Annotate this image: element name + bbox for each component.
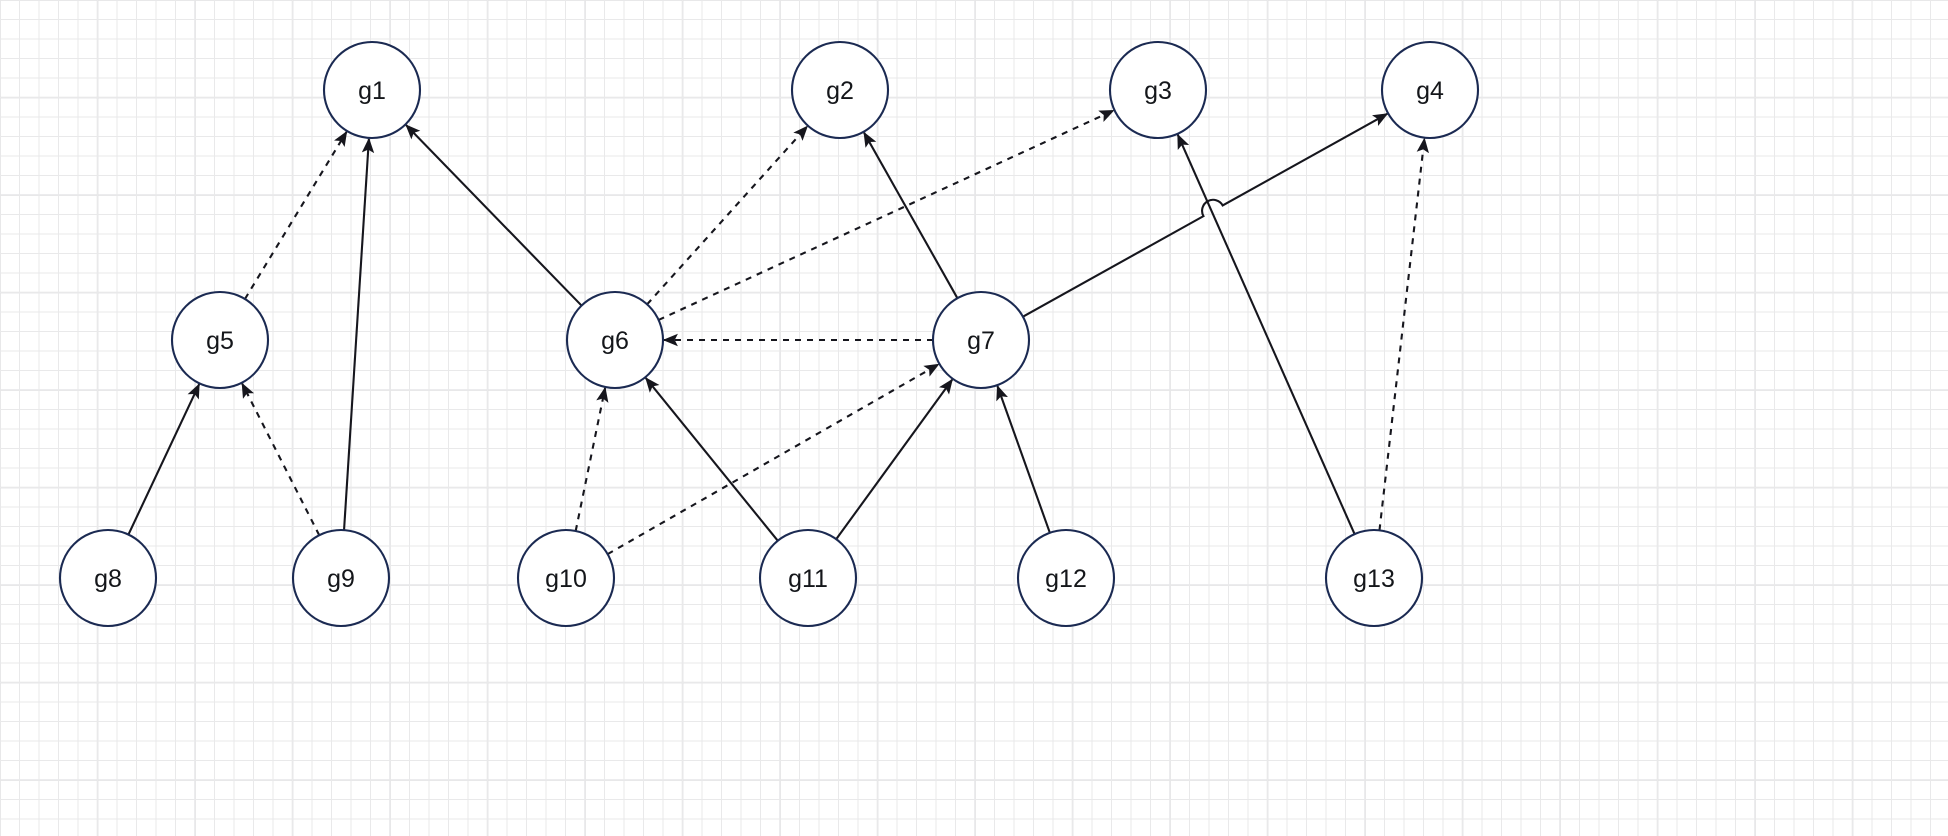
edge-g11-to-g7[interactable]: [835, 378, 954, 540]
node-g4[interactable]: g4: [1380, 40, 1480, 140]
node-circle-g9[interactable]: [291, 528, 391, 628]
edge-g8-to-g5[interactable]: [127, 383, 201, 536]
edge-g5-to-g1[interactable]: [244, 130, 348, 300]
node-circle-g5[interactable]: [170, 290, 270, 390]
node-g10[interactable]: g10: [516, 528, 616, 628]
node-g6[interactable]: g6: [565, 290, 665, 390]
edges-layer: [127, 109, 1429, 556]
node-circle-g11[interactable]: [758, 528, 858, 628]
node-g1[interactable]: g1: [322, 40, 422, 140]
node-g9[interactable]: g9: [291, 528, 391, 628]
node-g2[interactable]: g2: [790, 40, 890, 140]
node-g5[interactable]: g5: [170, 290, 270, 390]
edge-g9-to-g5[interactable]: [241, 382, 321, 536]
node-label-g11: g11: [788, 565, 828, 593]
edge-g10-to-g7[interactable]: [607, 363, 940, 556]
node-circle-g13[interactable]: [1324, 528, 1424, 628]
edge-g12-to-g7[interactable]: [996, 385, 1051, 534]
node-g13[interactable]: g13: [1324, 528, 1424, 628]
edge-g7-to-g2[interactable]: [863, 131, 959, 299]
node-label-g3: g3: [1144, 77, 1172, 105]
node-label-g8: g8: [94, 565, 122, 593]
nodes-layer: g1 g2 g3 g4 g5 g6 g7 g8 g9 g10 g11 g12 g13: [58, 40, 1480, 628]
edge-g13-to-g3[interactable]: [1176, 133, 1356, 535]
node-g7[interactable]: g7: [931, 290, 1031, 390]
node-label-g13: g13: [1353, 565, 1395, 593]
edge-g6-to-g3[interactable]: [658, 109, 1115, 321]
node-label-g9: g9: [327, 565, 355, 593]
edge-g11-to-g6[interactable]: [645, 377, 779, 542]
node-label-g5: g5: [206, 327, 234, 355]
node-label-g6: g6: [601, 327, 629, 355]
node-label-g10: g10: [545, 565, 587, 593]
node-circle-g4[interactable]: [1380, 40, 1480, 140]
node-g3[interactable]: g3: [1108, 40, 1208, 140]
edge-g7-to-g4[interactable]: [1022, 112, 1389, 318]
node-g11[interactable]: g11: [758, 528, 858, 628]
node-label-g7: g7: [967, 327, 995, 355]
edge-g9-to-g1[interactable]: [342, 137, 375, 531]
node-g8[interactable]: g8: [58, 528, 158, 628]
node-circle-g8[interactable]: [58, 528, 158, 628]
node-g12[interactable]: g12: [1016, 528, 1116, 628]
node-label-g2: g2: [826, 77, 854, 105]
node-circle-g10[interactable]: [516, 528, 616, 628]
node-label-g4: g4: [1416, 77, 1444, 105]
edge-g13-to-g4[interactable]: [1378, 137, 1429, 531]
node-circle-g2[interactable]: [790, 40, 890, 140]
node-circle-g6[interactable]: [565, 290, 665, 390]
edge-g6-to-g1[interactable]: [405, 124, 583, 307]
edge-g6-to-g2[interactable]: [646, 125, 809, 306]
node-circle-g12[interactable]: [1016, 528, 1116, 628]
node-circle-g3[interactable]: [1108, 40, 1208, 140]
node-label-g1: g1: [358, 77, 386, 105]
node-circle-g1[interactable]: [322, 40, 422, 140]
edge-g10-to-g6[interactable]: [574, 386, 609, 532]
node-circle-g7[interactable]: [931, 290, 1031, 390]
node-label-g12: g12: [1045, 565, 1087, 593]
